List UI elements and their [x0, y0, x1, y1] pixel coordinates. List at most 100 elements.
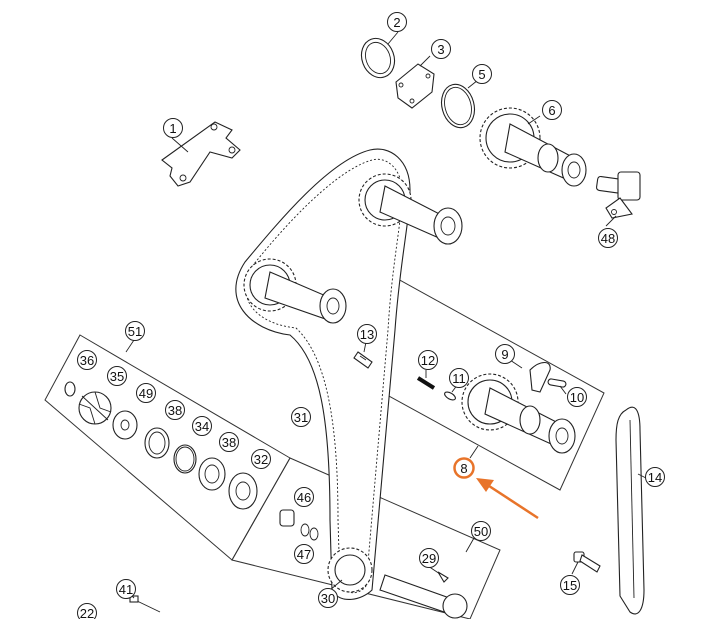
callout-41: 41 — [116, 579, 136, 599]
callout-circle — [419, 548, 439, 568]
callout-32: 32 — [251, 449, 271, 469]
callout-14: 14 — [645, 467, 665, 487]
callout-50: 50 — [471, 521, 491, 541]
callout-number: 48 — [601, 231, 615, 246]
callout-38: 38 — [219, 432, 239, 452]
callout-circle — [495, 344, 515, 364]
callout-number: 3 — [437, 42, 444, 57]
callout-circle — [163, 118, 183, 138]
left-sprocket — [243, 258, 347, 324]
callout-circle — [357, 324, 377, 344]
part-49-washer — [112, 410, 138, 440]
part-38-seal-2 — [198, 457, 226, 491]
callout-29: 29 — [419, 548, 439, 568]
callout-circle — [165, 400, 185, 420]
callout-circle — [471, 521, 491, 541]
callout-number: 36 — [80, 353, 94, 368]
callout-number: 8 — [460, 461, 467, 476]
callout-circle — [219, 432, 239, 452]
callout-circle — [107, 366, 127, 386]
part-5-o-ring — [440, 83, 476, 129]
callout-10: 10 — [567, 387, 587, 407]
part-10-pin — [547, 378, 567, 388]
callout-circle — [453, 457, 475, 479]
part-35-impeller — [78, 391, 112, 425]
callout-number: 46 — [297, 490, 311, 505]
callout-51: 51 — [125, 321, 145, 341]
callout-number: 11 — [452, 371, 466, 386]
callout-circle — [567, 387, 587, 407]
callout-circle — [294, 544, 314, 564]
callout-6: 6 — [542, 100, 562, 120]
callout-8: 8 — [453, 457, 475, 479]
callout-circle — [77, 603, 97, 619]
callout-number: 13 — [360, 327, 374, 342]
part-46-bush — [279, 509, 295, 527]
callout-number: 6 — [548, 103, 555, 118]
part-41-bolt — [129, 595, 161, 613]
callout-number: 9 — [501, 347, 508, 362]
callout-circle — [192, 416, 212, 436]
callout-49: 49 — [136, 383, 156, 403]
callout-number: 12 — [421, 353, 435, 368]
callout-number: 50 — [474, 524, 488, 539]
callout-number: 47 — [297, 547, 311, 562]
callout-circle — [387, 12, 407, 32]
part-32-bearing — [228, 472, 258, 510]
callout-circle — [77, 350, 97, 370]
callout-48: 48 — [598, 228, 618, 248]
part-2-circlip — [360, 37, 396, 79]
part-1-bracket — [161, 121, 241, 187]
callout-9: 9 — [495, 344, 515, 364]
part-9-lever — [529, 361, 551, 393]
callout-38: 38 — [165, 400, 185, 420]
callout-number: 29 — [422, 551, 436, 566]
part-34-ring — [173, 444, 197, 474]
callout-5: 5 — [472, 64, 492, 84]
callout-number: 10 — [570, 390, 584, 405]
callout-circle — [291, 407, 311, 427]
callout-22: 22 — [77, 603, 97, 619]
callout-number: 49 — [139, 386, 153, 401]
callout-3: 3 — [431, 39, 451, 59]
callout-47: 47 — [294, 544, 314, 564]
upper-sprocket — [358, 173, 463, 245]
callout-46: 46 — [294, 487, 314, 507]
part-15-bolt — [573, 551, 601, 573]
part-13-screw — [353, 351, 373, 369]
part-47-o-rings — [300, 523, 319, 541]
part-36-impeller-shaft — [64, 381, 76, 397]
callout-circle — [449, 368, 469, 388]
callout-number: 35 — [110, 369, 124, 384]
callout-15: 15 — [560, 575, 580, 595]
part-48-sensor — [596, 171, 641, 219]
callout-number: 15 — [563, 578, 577, 593]
callout-number: 38 — [168, 403, 182, 418]
callout-number: 34 — [195, 419, 209, 434]
callout-circle — [560, 575, 580, 595]
callout-number: 2 — [393, 15, 400, 30]
callout-12: 12 — [418, 350, 438, 370]
callout-circle — [136, 383, 156, 403]
callout-circle — [542, 100, 562, 120]
callout-number: 38 — [222, 435, 236, 450]
callout-35: 35 — [107, 366, 127, 386]
callout-circle — [431, 39, 451, 59]
callout-number: 22 — [80, 606, 94, 619]
highlight-arrow — [476, 478, 539, 520]
callout-number: 31 — [294, 410, 308, 425]
part-8-camshaft — [461, 373, 576, 454]
callout-circle — [472, 64, 492, 84]
callout-11: 11 — [449, 368, 469, 388]
callout-31: 31 — [291, 407, 311, 427]
callout-circle — [645, 467, 665, 487]
part-14-guide-rail — [615, 406, 645, 615]
part-12-pin — [416, 376, 436, 390]
callout-number: 14 — [648, 470, 662, 485]
callout-number: 5 — [478, 67, 485, 82]
lower-sprocket — [327, 547, 373, 593]
part-6-camshaft — [479, 107, 587, 187]
callout-circle — [116, 579, 136, 599]
callout-30: 30 — [318, 588, 338, 608]
